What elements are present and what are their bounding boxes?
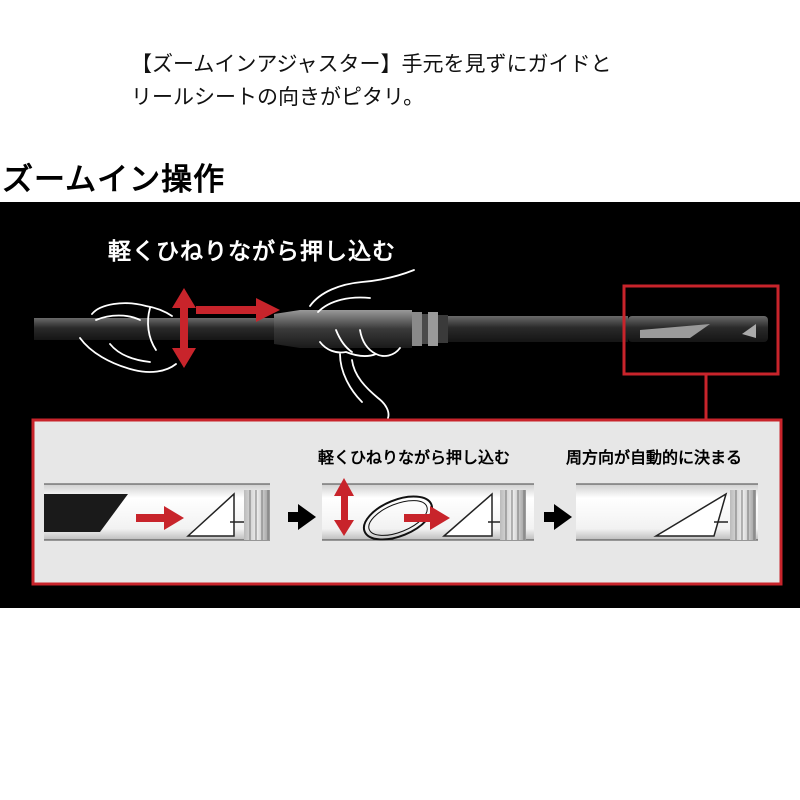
step-3-illustration: [576, 483, 758, 541]
twist-arrow: [172, 288, 196, 368]
step-arrow-2: [544, 504, 572, 530]
step-arrow-1: [288, 504, 316, 530]
step-2-push-arrow: [404, 506, 450, 530]
diagram-illustration: [31, 269, 783, 586]
main-action-label: 軽くひねりながら押し込む: [108, 239, 396, 265]
step-2-label: 軽くひねりながら押し込む: [318, 448, 511, 467]
caption: 【ズームインアジャスター】手元を見ずにガイドと リールシートの向きがピタリ。: [131, 48, 691, 114]
step-2-illustration: [322, 483, 534, 541]
push-arrow: [196, 298, 280, 322]
step-1-push-arrow: [136, 506, 184, 530]
fishing-rod: [34, 310, 768, 348]
right-hand-illustration: [309, 269, 415, 419]
left-hand-illustration: [79, 302, 177, 373]
callout-connector: [622, 284, 780, 420]
step-2-twist-arrow: [334, 478, 354, 536]
diagram-panel: 軽くひねりながら押し込む 軽くひねりながら押し込む 周方向が自動的に決まる: [0, 202, 800, 608]
caption-line-1: 【ズームインアジャスター】手元を見ずにガイドと: [131, 52, 612, 76]
section-title: ズームイン操作: [2, 162, 226, 198]
caption-line-2: リールシートの向きがピタリ。: [131, 85, 425, 109]
step-1-illustration: [44, 483, 270, 541]
step-3-label: 周方向が自動的に決まる: [566, 448, 743, 467]
